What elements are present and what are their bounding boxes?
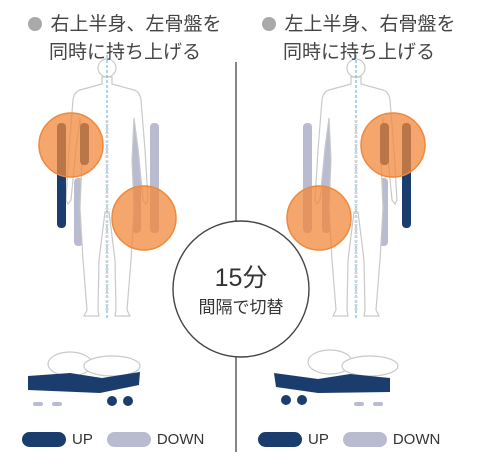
right-highlight-shoulder — [360, 112, 426, 178]
up-swatch — [22, 431, 66, 447]
left-caption-line2: 同時に持ち上げる — [48, 41, 201, 63]
down-swatch — [342, 431, 387, 447]
legend-up-label: UP — [308, 430, 329, 448]
left-caption: 右上半身、左骨盤を 同時に持ち上げる — [20, 10, 230, 66]
left-bed — [28, 351, 141, 406]
legend-right: UP DOWN — [258, 428, 440, 450]
right-figure — [286, 53, 426, 322]
bullet-icon — [28, 17, 43, 31]
center-ring — [172, 220, 310, 358]
right-caption-line1: 左上半身、右骨盤を — [284, 13, 456, 35]
legend-up-label: UP — [72, 430, 93, 448]
left-highlight-shoulder — [38, 112, 104, 178]
right-highlight-hip — [286, 185, 352, 251]
up-swatch — [258, 431, 302, 447]
right-caption-line2: 同時に持ち上げる — [282, 41, 435, 63]
bullet-icon — [262, 17, 277, 31]
left-caption-line1: 右上半身、左骨盤を — [50, 13, 222, 35]
interval-duration: 15分 — [214, 264, 268, 292]
legend-down-label: DOWN — [392, 430, 441, 448]
left-figure — [38, 53, 177, 322]
left-highlight-hip — [111, 185, 177, 251]
right-bed — [274, 349, 399, 406]
down-swatch — [106, 431, 151, 447]
legend-left: UP DOWN — [22, 428, 204, 450]
legend-down-label: DOWN — [156, 430, 205, 448]
interval-subtitle: 間隔で切替 — [198, 298, 284, 318]
right-caption: 左上半身、右骨盤を 同時に持ち上げる — [254, 10, 464, 66]
